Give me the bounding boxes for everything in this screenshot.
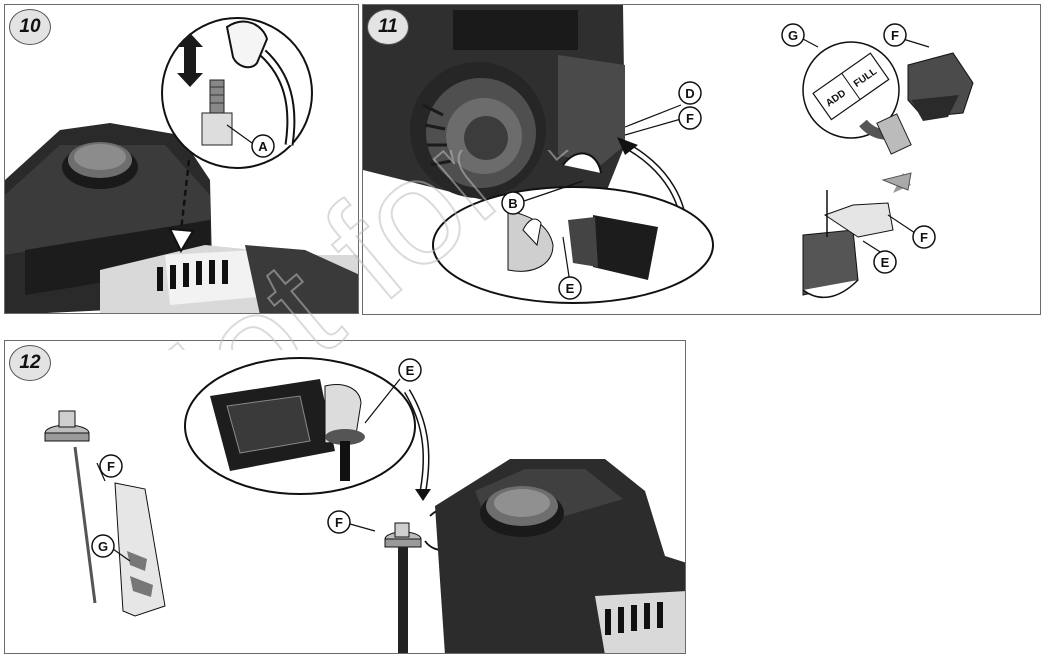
figure-number-badge: 12: [9, 345, 51, 381]
figure-11-panel: 11 D F B E: [362, 4, 1041, 315]
callout-b: B: [508, 196, 517, 211]
figure-number-badge: 11: [367, 9, 409, 45]
figure-11-illustration: D F B E ADD FULL G F: [363, 5, 974, 304]
figure-10-panel: 10 A: [4, 4, 359, 314]
callout-f2: F: [891, 28, 899, 43]
figure-number-badge: 10: [9, 9, 51, 45]
callout-d: D: [685, 86, 694, 101]
callout-e: E: [406, 363, 415, 378]
figure-12-illustration: F G E: [44, 357, 685, 653]
callout-f2: F: [335, 515, 343, 530]
callout-e2: E: [881, 255, 890, 270]
callout-e: E: [566, 281, 575, 296]
callout-g: G: [98, 539, 108, 554]
callout-f3: F: [920, 230, 928, 245]
figure-10-illustration: A: [5, 17, 358, 313]
callout-a: A: [258, 139, 268, 154]
callout-f: F: [107, 459, 115, 474]
callout-f: F: [686, 111, 694, 126]
callout-g: G: [788, 28, 798, 43]
figure-12-panel: 12 F G E: [4, 340, 686, 654]
